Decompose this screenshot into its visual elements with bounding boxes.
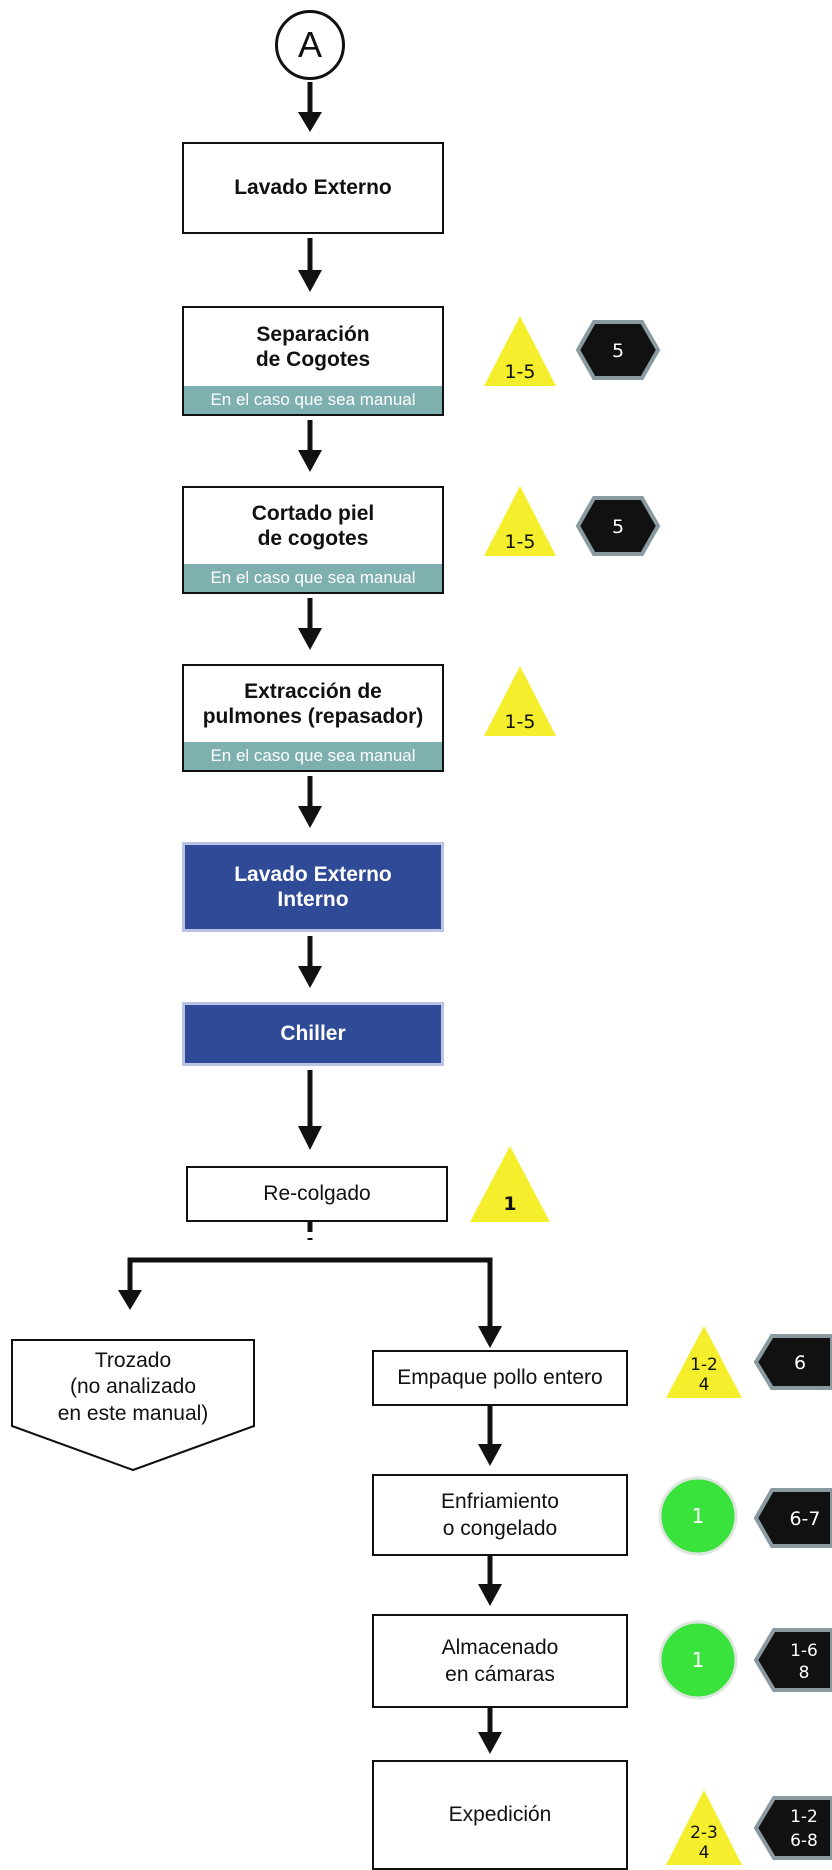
triangle-badge: 1-5 [484, 316, 556, 386]
step-label: Expedición [448, 1803, 552, 1827]
triangle-badge: 2-3 4 [666, 1790, 742, 1865]
arrowhead [298, 112, 322, 132]
step-cortado-piel: Cortado piel de cogotes En el caso que s… [182, 486, 444, 594]
circle-badge: 1 [658, 1476, 738, 1556]
step-enfriamiento: Enfriamiento o congelado [372, 1474, 628, 1556]
step-extraccion-pulmones: Extracción de pulmones (repasador) En el… [182, 664, 444, 772]
triangle-badge-text-line1: 1-2 [690, 1355, 718, 1375]
step-expedicion: Expedición [372, 1760, 628, 1870]
manual-note: En el caso que sea manual [184, 386, 442, 414]
circle-badge-text: 1 [692, 1648, 705, 1672]
triangle-badge-text-line1: 2-3 [690, 1823, 718, 1843]
step-line2: pulmones (repasador) [202, 705, 424, 728]
manual-note: En el caso que sea manual [184, 742, 442, 770]
step-line1: Trozado [94, 1349, 172, 1372]
step-line2: en cámaras [445, 1663, 555, 1686]
step-almacenado: Almacenado en cámaras [372, 1614, 628, 1708]
step-lavado-externo-interno: Lavado Externo Interno [182, 842, 444, 932]
triangle-badge: 1-5 [484, 486, 556, 556]
hexagon-badge-text: 6 [794, 1352, 806, 1374]
step-label: Re-colgado [263, 1182, 371, 1206]
circle-badge-text: 1 [692, 1504, 705, 1528]
triangle-badge-text-line2: 4 [699, 1843, 710, 1863]
step-line2: de Cogotes [255, 348, 371, 371]
start-label: A [297, 24, 322, 65]
step-line1: Cortado piel [251, 501, 375, 525]
triangle-badge-text: 1-5 [504, 531, 535, 553]
step-label: Empaque pollo entero [397, 1366, 603, 1390]
hexagon-badge-text: 6-7 [789, 1508, 820, 1530]
circle-badge: 1 [658, 1620, 738, 1700]
step-trozado: Trozado (no analizado en este manual) [12, 1348, 254, 1427]
hexagon-badge-text-line1: 1-6 [790, 1641, 818, 1661]
step-line2: Interno [277, 888, 349, 911]
triangle-badge-text: 1 [503, 1193, 516, 1215]
step-line1: Separación [256, 322, 370, 346]
step-line3: en este manual) [57, 1401, 209, 1425]
step-label: Lavado Externo [234, 176, 392, 200]
hexagon-badge: 6-7 [753, 1488, 832, 1548]
step-label: Chiller [280, 1022, 346, 1046]
step-lavado-externo: Lavado Externo [182, 142, 444, 234]
triangle-badge: 1-2 4 [666, 1326, 742, 1398]
triangle-badge-text-line2: 4 [699, 1375, 710, 1395]
step-separacion-cogotes: Separación de Cogotes En el caso que sea… [182, 306, 444, 416]
step-line1: Lavado Externo [234, 862, 392, 886]
hexagon-badge: 5 [575, 320, 661, 380]
hexagon-badge-text: 5 [612, 340, 624, 362]
hexagon-badge: 1-6 8 [753, 1628, 832, 1692]
triangle-badge-text: 1-5 [504, 711, 535, 733]
step-line1: Extracción de [244, 679, 382, 703]
step-chiller: Chiller [182, 1002, 444, 1066]
hexagon-badge: 5 [575, 496, 661, 556]
hexagon-badge-text-line1: 1-2 [790, 1807, 818, 1827]
hexagon-badge-text-line2: 6-8 [790, 1831, 818, 1851]
step-line2: de cogotes [257, 527, 369, 550]
step-recolgado: Re-colgado [186, 1166, 448, 1222]
step-line2: (no analizado [69, 1375, 197, 1399]
triangle-badge-text: 1-5 [504, 361, 535, 383]
hexagon-badge: 1-2 6-8 [753, 1796, 832, 1860]
hexagon-badge-text: 5 [612, 516, 624, 538]
triangle-badge: 1 [470, 1146, 550, 1222]
step-empaque-pollo-entero: Empaque pollo entero [372, 1350, 628, 1406]
step-line1: Enfriamiento [441, 1489, 559, 1513]
hexagon-badge-text-line2: 8 [799, 1663, 810, 1683]
start-connector-a: A [275, 10, 345, 80]
connector-branch [127, 1257, 493, 1330]
manual-note: En el caso que sea manual [184, 564, 442, 592]
triangle-badge: 1-5 [484, 666, 556, 736]
hexagon-badge: 6 [753, 1334, 832, 1390]
step-line1: Almacenado [441, 1635, 559, 1659]
step-line2: o congelado [442, 1517, 558, 1540]
